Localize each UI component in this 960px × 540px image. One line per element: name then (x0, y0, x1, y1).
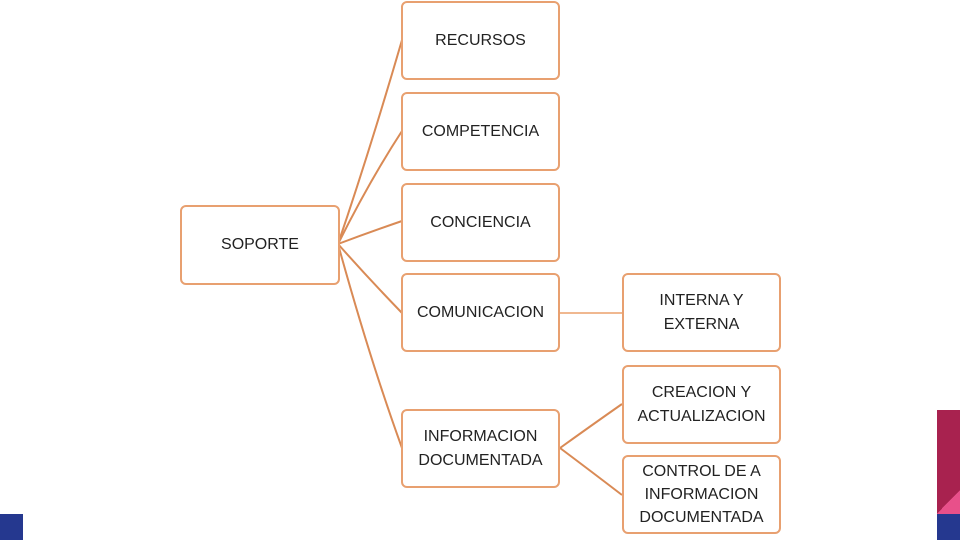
edge-accent-right-navy (937, 514, 960, 540)
node-informacion-documentada: INFORMACION DOCUMENTADA (401, 409, 560, 488)
node-control-informacion: CONTROL DE A INFORMACION DOCUMENTADA (622, 455, 781, 534)
node-competencia: COMPETENCIA (401, 92, 560, 171)
connector-soporte-conciencia (337, 220, 403, 245)
edge-accent-right-magenta (937, 410, 960, 490)
connector-soporte-competencia (337, 130, 403, 245)
connector-soporte-comunicacion (337, 243, 403, 314)
corner-accent-bottom-left (0, 514, 23, 540)
node-comunicacion: COMUNICACION (401, 273, 560, 352)
node-recursos: RECURSOS (401, 1, 560, 80)
connector-soporte-recursos (337, 39, 403, 245)
node-soporte: SOPORTE (180, 205, 340, 285)
edge-accent-right-pink (937, 490, 960, 514)
node-interna-externa: INTERNA Y EXTERNA (622, 273, 781, 352)
connector-informacion-control (559, 447, 623, 496)
connector-soporte-informacion (337, 243, 403, 449)
node-creacion-actualizacion: CREACION Y ACTUALIZACION (622, 365, 781, 444)
node-conciencia: CONCIENCIA (401, 183, 560, 262)
connector-informacion-creacion (559, 403, 623, 449)
